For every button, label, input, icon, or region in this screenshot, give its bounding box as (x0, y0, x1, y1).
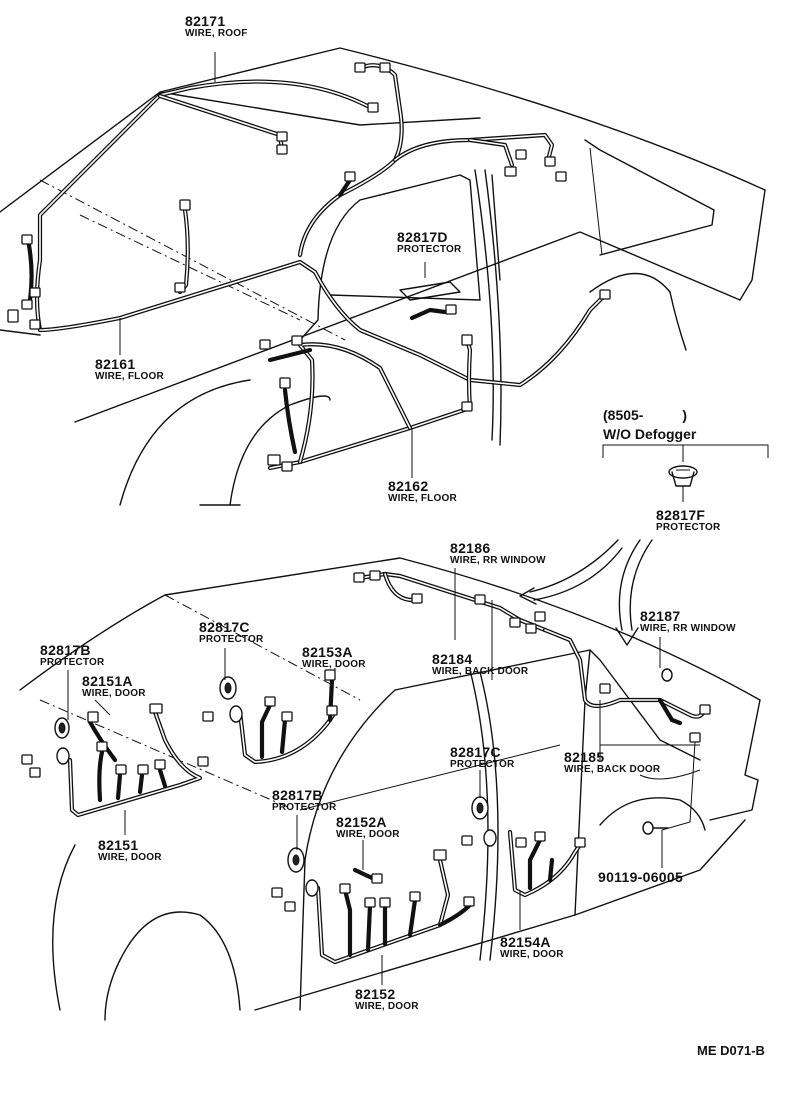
part-number: 82817D (397, 229, 448, 245)
part-label-82151A: 82151A WIRE, DOOR (82, 674, 146, 699)
part-number: 82153A (302, 644, 353, 660)
part-description: WIRE, RR WINDOW (640, 623, 736, 634)
defogger-bracket (602, 444, 769, 462)
part-number: 82817F (656, 507, 706, 523)
part-label-82153A: 82153A WIRE, DOOR (302, 645, 366, 670)
upper-body-outline (0, 47, 766, 506)
part-label-82152: 82152 WIRE, DOOR (355, 987, 419, 1012)
part-number: 82171 (185, 13, 226, 29)
part-number: 82161 (95, 356, 136, 372)
part-description: WIRE, DOOR (82, 688, 146, 699)
protector-grommets (54, 668, 673, 897)
part-number: 82185 (564, 749, 605, 765)
part-description: WIRE, FLOOR (95, 371, 164, 382)
part-label-82162: 82162 WIRE, FLOOR (388, 479, 457, 504)
part-label-82817C-left: 82817C PROTECTOR (199, 620, 263, 645)
part-label-82151: 82151 WIRE, DOOR (98, 838, 162, 863)
part-description: PROTECTOR (656, 522, 721, 533)
part-description: WIRE, RR WINDOW (450, 555, 546, 566)
lower-harness-wires (67, 571, 708, 965)
drawing-code: ME D071-B (697, 1043, 765, 1058)
part-number: 82152 (355, 986, 396, 1002)
part-label-82154A: 82154A WIRE, DOOR (500, 935, 564, 960)
part-label-82817B-right: 82817B PROTECTOR (272, 788, 336, 813)
part-label-90119-06005: 90119-06005 (598, 870, 683, 884)
part-description: WIRE, DOOR (500, 949, 564, 960)
part-number: 82184 (432, 651, 473, 667)
variant-note: (8505- ) W/O Defogger (603, 408, 696, 441)
protector-82817F-icon (668, 465, 698, 502)
part-number: 82151 (98, 837, 139, 853)
part-description: WIRE, BACK DOOR (432, 666, 529, 677)
part-label-82184: 82184 WIRE, BACK DOOR (432, 652, 528, 677)
lower-body-outline (19, 557, 761, 1021)
part-label-82185: 82185 WIRE, BACK DOOR (564, 750, 660, 775)
upper-connectors (7, 62, 611, 472)
part-number: 82186 (450, 540, 491, 556)
part-number: 82151A (82, 673, 133, 689)
part-label-82817B-left: 82817B PROTECTOR (40, 643, 104, 668)
part-description: PROTECTOR (397, 244, 462, 255)
part-description: WIRE, DOOR (336, 829, 400, 840)
part-description: WIRE, BACK DOOR (564, 764, 661, 775)
part-description: WIRE, DOOR (98, 852, 162, 863)
part-label-82817D: 82817D PROTECTOR (397, 230, 461, 255)
direction-arrows (519, 539, 653, 646)
part-label-82152A: 82152A WIRE, DOOR (336, 815, 400, 840)
part-description: PROTECTOR (40, 657, 105, 668)
part-description: WIRE, FLOOR (388, 493, 457, 504)
part-label-82186: 82186 WIRE, RR WINDOW (450, 541, 546, 566)
part-description: PROTECTOR (450, 759, 515, 770)
variant-note-date: (8505- ) (603, 407, 688, 423)
part-description: PROTECTOR (272, 802, 337, 813)
part-number: 90119-06005 (598, 869, 684, 885)
part-description: WIRE, ROOF (185, 28, 248, 39)
part-number: 82154A (500, 934, 551, 950)
part-label-82817C-right: 82817C PROTECTOR (450, 745, 514, 770)
lower-leader-lines (67, 568, 696, 985)
variant-note-condition: W/O Defogger (603, 426, 697, 442)
part-label-82161: 82161 WIRE, FLOOR (95, 357, 164, 382)
part-description: WIRE, DOOR (355, 1001, 419, 1012)
part-number: 82152A (336, 814, 387, 830)
part-number: 82187 (640, 608, 681, 624)
part-description: PROTECTOR (199, 634, 264, 645)
part-number: 82817B (40, 642, 91, 658)
part-number: 82162 (388, 478, 429, 494)
upper-leader-lines (119, 52, 426, 478)
part-label-82187: 82187 WIRE, RR WINDOW (640, 609, 736, 634)
part-description: WIRE, DOOR (302, 659, 366, 670)
part-label-82817F: 82817F PROTECTOR (656, 508, 720, 533)
part-number: 82817C (450, 744, 501, 760)
lower-connectors (21, 570, 711, 912)
part-number: 82817B (272, 787, 323, 803)
part-label-82171: 82171 WIRE, ROOF (185, 14, 248, 39)
part-number: 82817C (199, 619, 250, 635)
